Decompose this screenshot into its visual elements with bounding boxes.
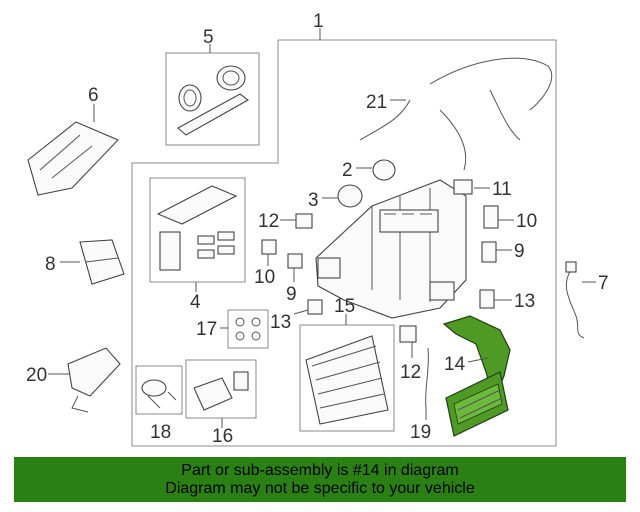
info-banner: Part or sub-assembly is #14 in diagram D… bbox=[14, 457, 626, 502]
callout-19: 19 bbox=[410, 422, 431, 443]
callout-20: 20 bbox=[26, 365, 47, 386]
part-12-bottom bbox=[399, 325, 417, 343]
actuator-part-16 bbox=[193, 371, 249, 411]
seal-rings bbox=[177, 65, 250, 136]
callout-13-left: 13 bbox=[270, 312, 291, 333]
part-18-box bbox=[135, 365, 183, 415]
part-12-top bbox=[295, 213, 313, 229]
sensor-part-19 bbox=[425, 347, 429, 409]
cable-part-7 bbox=[565, 261, 585, 339]
callout-21: 21 bbox=[366, 92, 387, 113]
actuator-part-20 bbox=[67, 347, 121, 413]
callout-17: 17 bbox=[196, 319, 217, 340]
filter-box bbox=[149, 177, 246, 283]
callout-10-left: 10 bbox=[254, 267, 275, 288]
part-10-right bbox=[483, 205, 499, 229]
callout-10-right: 10 bbox=[516, 211, 537, 232]
callout-1: 1 bbox=[313, 11, 324, 32]
filter-housing-part bbox=[156, 185, 238, 271]
heater-core-part-14 bbox=[442, 315, 511, 437]
clip-part-18 bbox=[141, 379, 177, 409]
callout-12-top: 12 bbox=[258, 211, 279, 232]
part-16-box bbox=[185, 359, 257, 419]
callout-11: 11 bbox=[492, 179, 512, 200]
seals-box bbox=[165, 52, 260, 146]
part-9-right bbox=[481, 241, 497, 263]
callout-9-left: 9 bbox=[286, 284, 297, 305]
callout-5: 5 bbox=[203, 27, 214, 48]
banner-line-1: Part or sub-assembly is #14 in diagram bbox=[181, 462, 459, 479]
callout-9-right: 9 bbox=[514, 241, 525, 262]
callout-15: 15 bbox=[334, 296, 355, 317]
air-duct-part bbox=[27, 121, 119, 196]
part-11 bbox=[453, 179, 473, 195]
control-module-part bbox=[79, 239, 125, 285]
gear-part-3 bbox=[337, 184, 363, 208]
hvac-housing-assembly bbox=[315, 179, 467, 319]
callout-13-right: 13 bbox=[514, 291, 535, 312]
callout-6: 6 bbox=[88, 85, 99, 106]
callout-3: 3 bbox=[308, 190, 319, 211]
callout-4: 4 bbox=[190, 292, 201, 313]
callout-14: 14 bbox=[444, 354, 466, 375]
callout-7: 7 bbox=[598, 273, 609, 294]
callout-16: 16 bbox=[212, 426, 233, 447]
parts-diagram: 1 5 6 8 20 7 4 bbox=[26, 11, 609, 447]
part-9-left bbox=[287, 253, 303, 269]
callout-12-bottom: 12 bbox=[400, 362, 421, 383]
gear-part-2 bbox=[372, 159, 396, 181]
wiring-harness-part bbox=[359, 57, 553, 171]
part-17-box bbox=[227, 309, 269, 349]
evaporator-core-part bbox=[305, 335, 389, 425]
callout-2: 2 bbox=[342, 160, 353, 181]
banner-line-2: Diagram may not be specific to your vehi… bbox=[165, 480, 475, 497]
callout-18: 18 bbox=[150, 422, 171, 443]
part-10-left bbox=[261, 239, 277, 255]
assembly-frame bbox=[131, 39, 557, 447]
evaporator-box bbox=[299, 324, 395, 432]
grommets-part-17 bbox=[235, 317, 261, 341]
callout-8: 8 bbox=[45, 254, 56, 275]
part-13-left bbox=[307, 299, 323, 315]
part-13-right bbox=[479, 289, 495, 309]
